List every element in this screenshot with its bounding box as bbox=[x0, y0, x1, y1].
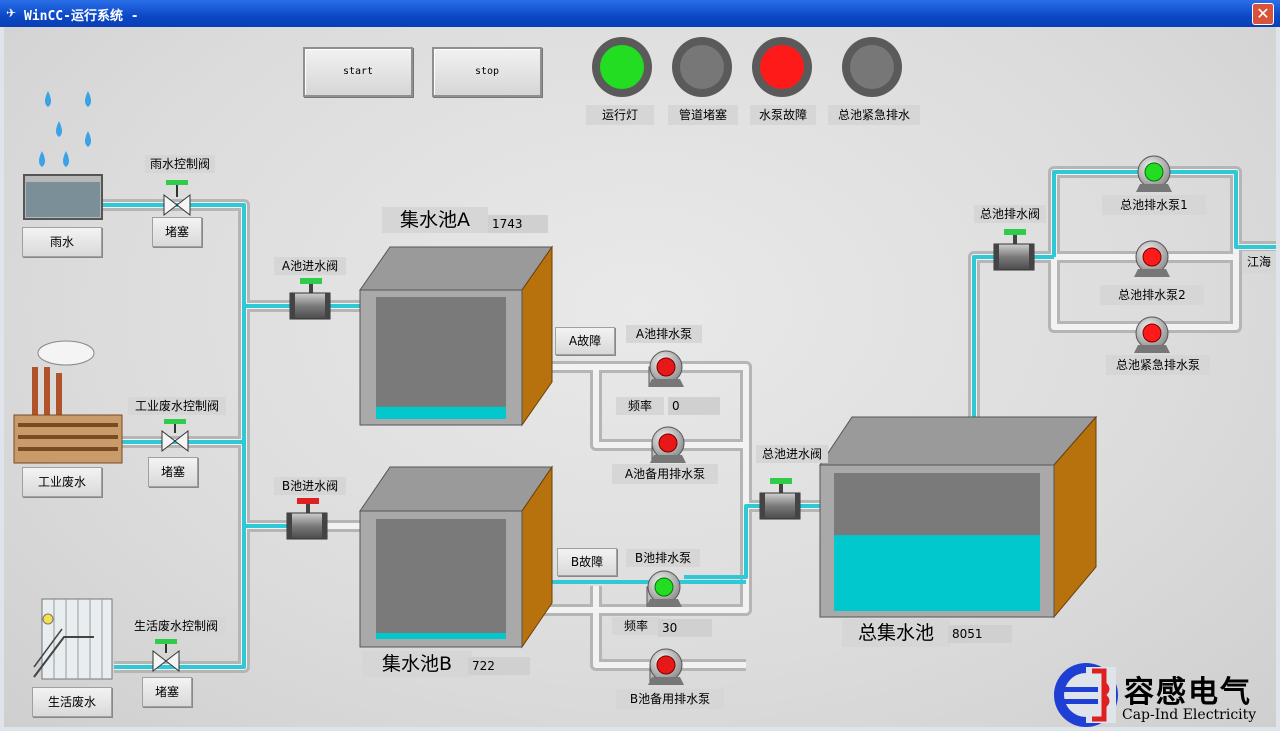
tank-a-graphic bbox=[359, 245, 553, 427]
tank-a-freq-value: 0 bbox=[668, 397, 720, 415]
building-icon bbox=[33, 598, 113, 680]
tank-a-pump bbox=[648, 350, 684, 387]
tank-b-graphic bbox=[359, 465, 553, 649]
main-inlet-valve bbox=[759, 478, 801, 520]
main-tank-graphic bbox=[819, 415, 1098, 619]
close-button[interactable]: ✕ bbox=[1252, 3, 1274, 25]
main-pump-2-label: 总池排水泵2 bbox=[1100, 285, 1204, 305]
main-pump-1-label: 总池排水泵1 bbox=[1102, 195, 1206, 215]
title-bar: ✈ WinCC-运行系统 - ✕ bbox=[0, 0, 1280, 27]
pipes bbox=[101, 166, 1276, 673]
domestic-control-valve bbox=[152, 639, 180, 673]
rain-valve-label: 雨水控制阀 bbox=[145, 155, 215, 173]
domestic-source-label: 生活废水 bbox=[32, 687, 112, 717]
rain-valve-status[interactable]: 堵塞 bbox=[152, 217, 202, 247]
tank-a-pump-label: A池排水泵 bbox=[626, 325, 702, 343]
main-emergency-pump-label: 总池紧急排水泵 bbox=[1106, 355, 1210, 375]
tank-a-freq-label: 频率 bbox=[616, 397, 664, 415]
tank-a-name: 集水池A bbox=[382, 207, 488, 233]
main-outlet-valve bbox=[993, 229, 1035, 271]
stop-button[interactable]: stop bbox=[432, 47, 542, 97]
tank-a-backup-pump-label: A池备用排水泵 bbox=[612, 464, 718, 484]
rain-control-valve bbox=[163, 180, 191, 217]
tank-b-inlet-valve-label: B池进水阀 bbox=[274, 477, 346, 495]
logo-text-cn: 容感电气 bbox=[1124, 675, 1252, 710]
process-canvas: start stop 运行灯 管道堵塞 水泵故障 总池紧急排水 雨水控制阀 堵塞… bbox=[4, 27, 1276, 727]
industrial-control-valve bbox=[161, 419, 189, 453]
pipe-block-lamp bbox=[672, 37, 732, 97]
tank-a-inlet-valve-label: A池进水阀 bbox=[274, 257, 346, 275]
tank-b-freq-value: 30 bbox=[658, 619, 712, 637]
raindrop-icons bbox=[39, 91, 91, 167]
emergency-drain-lamp-indicator bbox=[850, 45, 894, 89]
pump-fault-lamp bbox=[752, 37, 812, 97]
tank-b-level-value: 722 bbox=[468, 657, 530, 675]
tank-b-fault-button[interactable]: B故障 bbox=[557, 548, 617, 576]
logo-text-en: Cap-Ind Electricity bbox=[1122, 707, 1257, 723]
process-diagram bbox=[13, 91, 1276, 727]
main-outlet-valve-label: 总池排水阀 bbox=[974, 205, 1046, 223]
domestic-valve-label: 生活废水控制阀 bbox=[126, 617, 226, 635]
tank-a-fault-button[interactable]: A故障 bbox=[555, 327, 615, 355]
emergency-drain-lamp bbox=[842, 37, 902, 97]
industrial-valve-label: 工业废水控制阀 bbox=[128, 397, 226, 415]
tank-b-name: 集水池B bbox=[362, 651, 472, 677]
tank-b-freq-label: 频率 bbox=[612, 617, 660, 635]
rain-source-label: 雨水 bbox=[22, 227, 102, 257]
run-lamp bbox=[592, 37, 652, 97]
tank-a-backup-pump bbox=[650, 426, 686, 463]
industrial-source-label: 工业废水 bbox=[22, 467, 102, 497]
pump-fault-lamp-indicator bbox=[760, 45, 804, 89]
company-logo bbox=[1054, 663, 1118, 727]
tank-b-backup-pump bbox=[648, 648, 684, 685]
destination-label: 江海 bbox=[1242, 251, 1276, 273]
start-button[interactable]: start bbox=[303, 47, 413, 97]
domestic-valve-status[interactable]: 堵塞 bbox=[142, 677, 192, 707]
main-inlet-valve-label: 总池进水阀 bbox=[756, 445, 828, 463]
pipe-block-lamp-indicator bbox=[680, 45, 724, 89]
main-tank-level-value: 8051 bbox=[948, 625, 1012, 643]
main-emergency-pump bbox=[1134, 316, 1170, 353]
run-lamp-label: 运行灯 bbox=[586, 105, 654, 125]
run-lamp-indicator bbox=[600, 45, 644, 89]
emergency-drain-lamp-label: 总池紧急排水 bbox=[828, 105, 920, 125]
tank-b-pump-label: B池排水泵 bbox=[626, 549, 700, 567]
tank-b-inlet-valve bbox=[286, 498, 328, 540]
factory-icon bbox=[13, 340, 123, 464]
tank-b-pump bbox=[646, 570, 682, 607]
rain-source-graphic bbox=[23, 91, 103, 220]
pump-fault-lamp-label: 水泵故障 bbox=[750, 105, 816, 125]
industrial-valve-status[interactable]: 堵塞 bbox=[148, 457, 198, 487]
pipe-block-lamp-label: 管道堵塞 bbox=[668, 105, 738, 125]
app-icon: ✈ bbox=[6, 6, 17, 20]
main-pump-2 bbox=[1134, 240, 1170, 277]
main-tank-name: 总集水池 bbox=[842, 619, 950, 647]
pumps bbox=[646, 155, 1172, 685]
window-title: WinCC-运行系统 - bbox=[24, 9, 139, 24]
tank-a-inlet-valve bbox=[289, 278, 331, 320]
main-pump-1 bbox=[1136, 155, 1172, 192]
tank-b-backup-pump-label: B池备用排水泵 bbox=[616, 689, 724, 709]
tank-a-level-value: 1743 bbox=[488, 215, 548, 233]
